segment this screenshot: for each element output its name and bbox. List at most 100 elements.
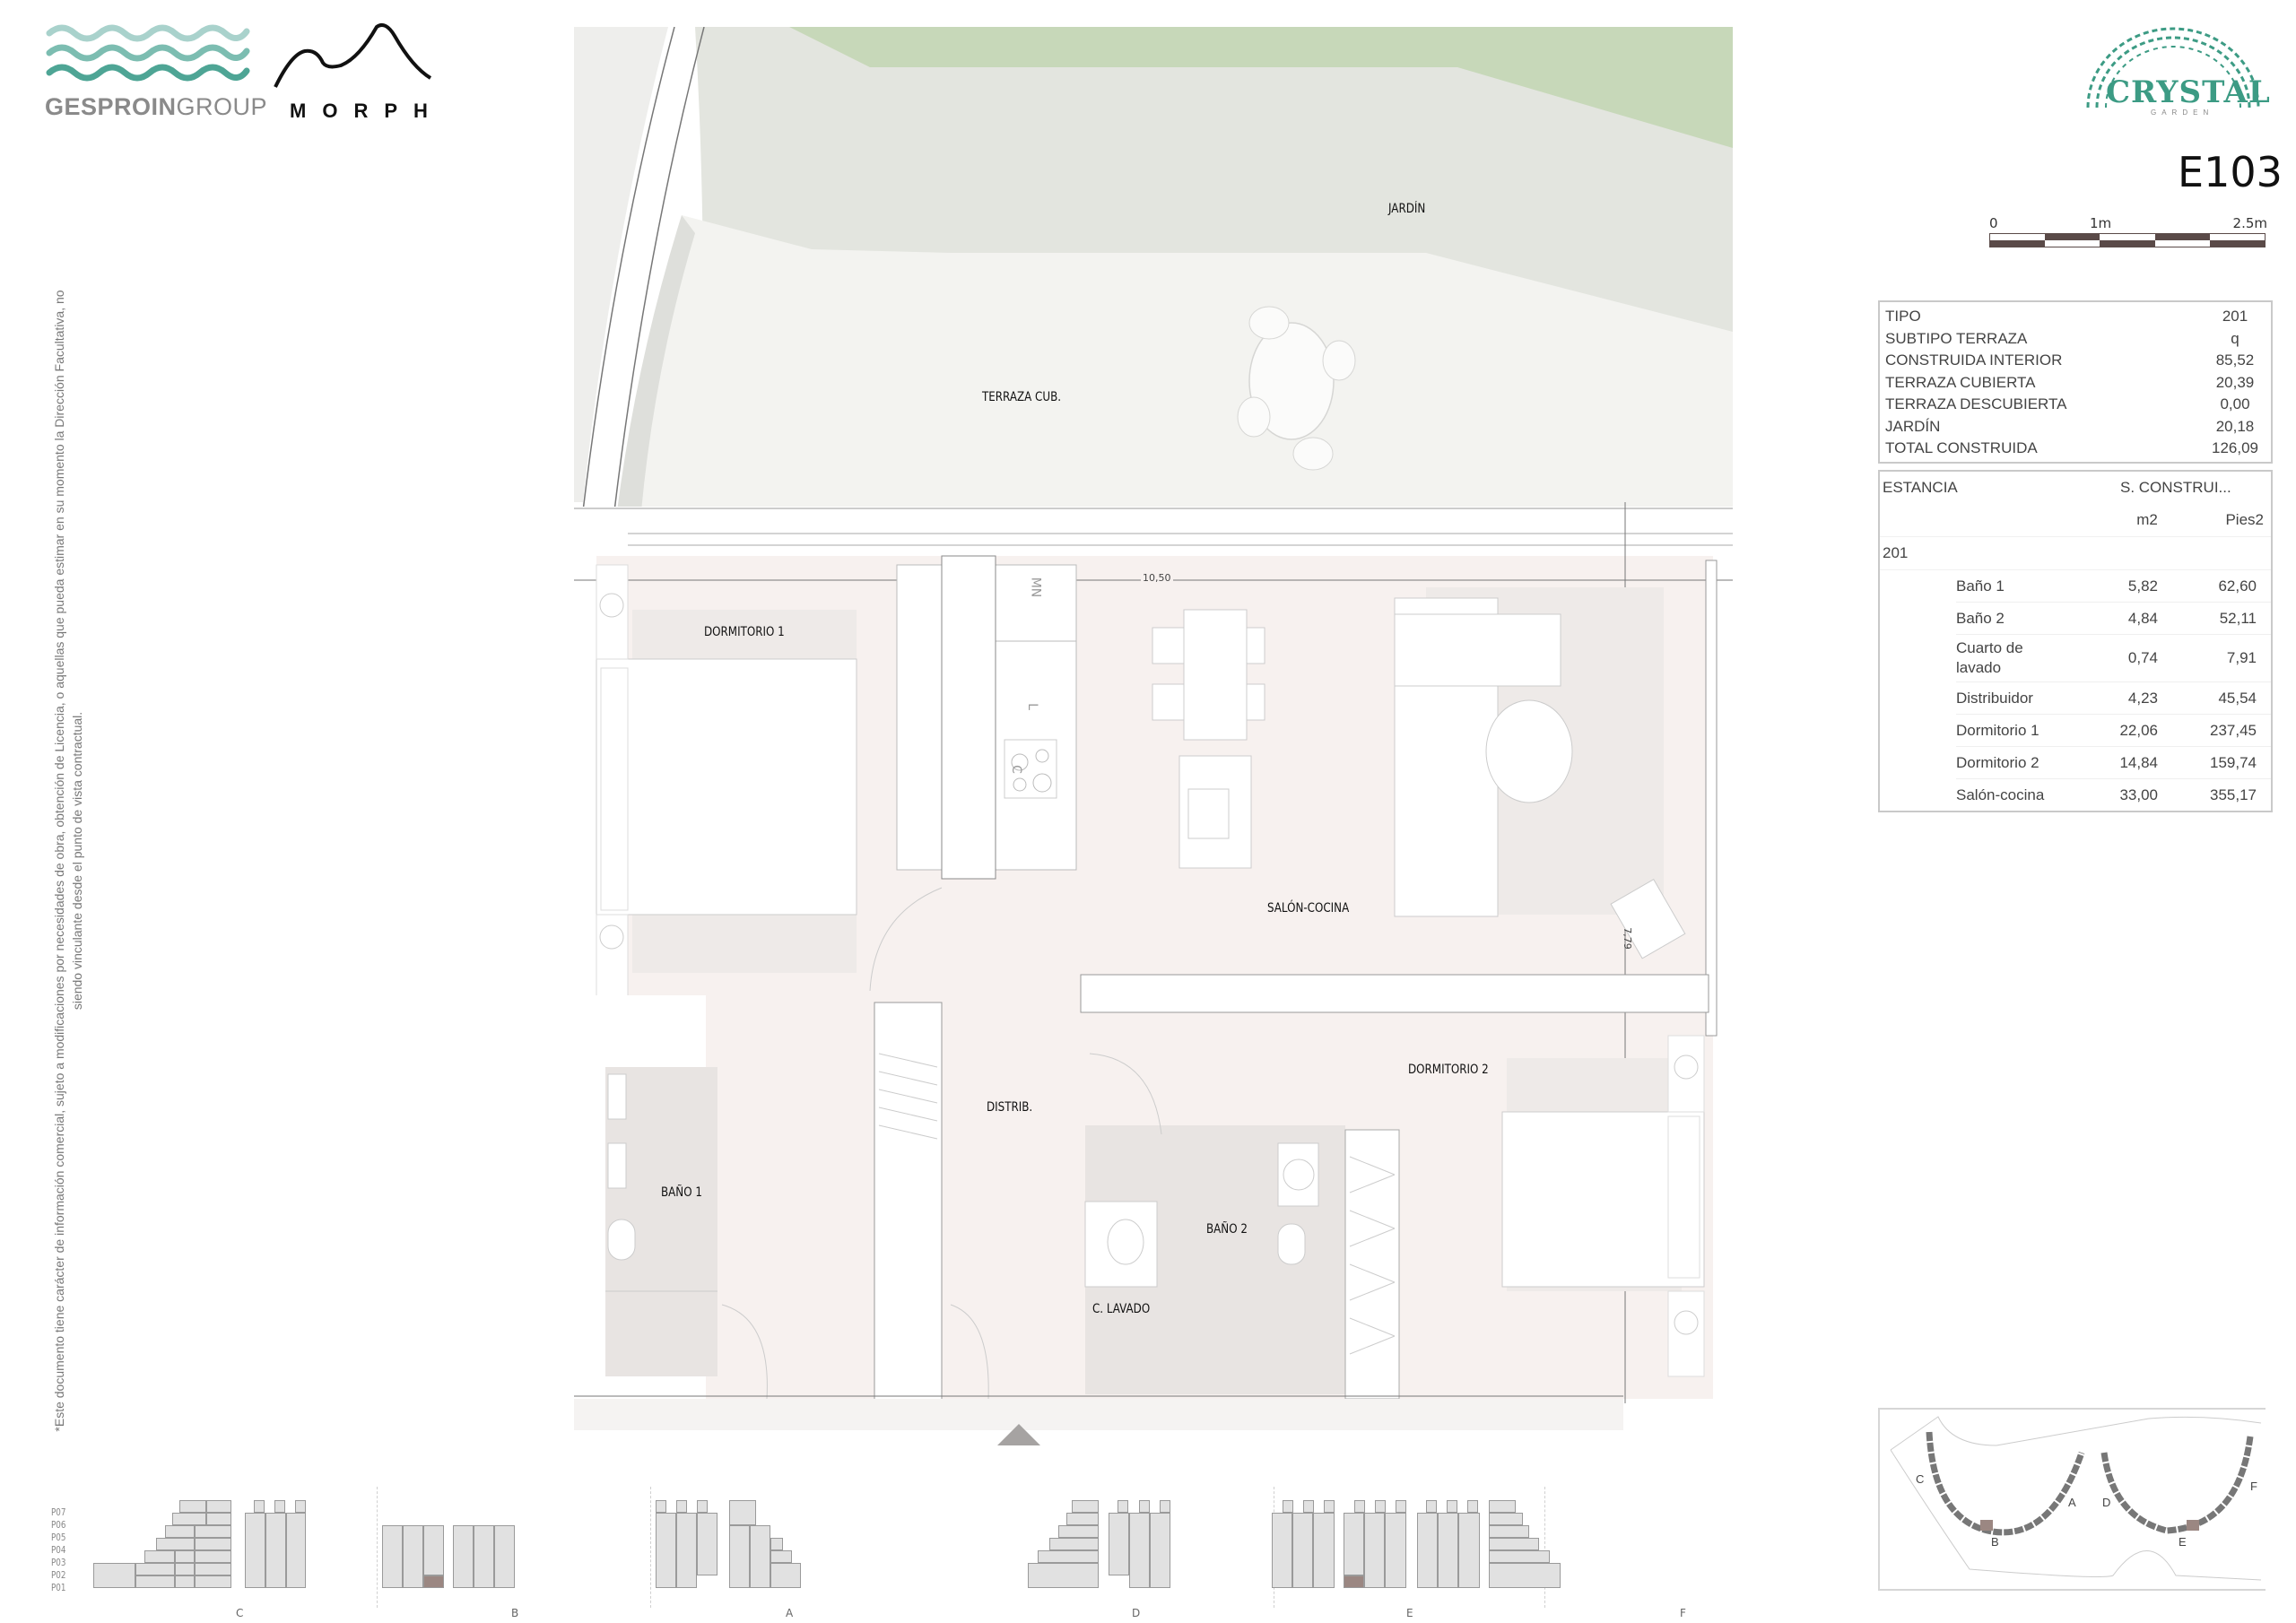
dimension-depth: 7,79: [1621, 927, 1633, 950]
room-m2: 4,23: [2127, 689, 2158, 707]
room-ft2: 355,17: [2210, 785, 2257, 803]
room-m2: 14,84: [2119, 753, 2158, 771]
crystal-garden-logo: CRYSTAL GARDEN: [2079, 22, 2270, 121]
fridge-label: L: [1024, 703, 1039, 710]
room-label-dormitorio-1: DORMITORIO 1: [704, 625, 785, 639]
room-label-jardin: JARDÍN: [1388, 202, 1426, 216]
scale-bar-graphic: [1989, 233, 2266, 247]
summary-label: SUBTIPO TERRAZA: [1885, 329, 2028, 347]
keyplan-letter-d: D: [2102, 1496, 2111, 1509]
room-ft2: 52,11: [2219, 609, 2257, 627]
entry-arrow-icon: [997, 1424, 1040, 1445]
summary-value: q: [2231, 329, 2239, 347]
room-label-bano-1: BAÑO 1: [661, 1185, 702, 1200]
floor-label: P06: [51, 1519, 66, 1531]
rooms-header-superficie: S. CONSTRUI...: [2120, 479, 2231, 496]
keyplan-letter-c: C: [1916, 1472, 1925, 1486]
room-row: Distribuidor 4,23 45,54: [1956, 682, 2271, 715]
room-m2: 4,84: [2127, 609, 2158, 627]
morph-logo: MORPH: [274, 22, 435, 122]
gesproin-bold: GESPROIN: [45, 93, 177, 120]
summary-value: 20,39: [2215, 373, 2255, 391]
room-label-lavado: C. LAVADO: [1092, 1302, 1151, 1316]
floor-label: P04: [51, 1544, 66, 1556]
cooktop-label: C: [1008, 765, 1023, 774]
rooms-table: ESTANCIA S. CONSTRUI... m2 Pies2 201 Bañ…: [1878, 470, 2273, 812]
floor-label: P02: [51, 1569, 66, 1581]
floor-labels: P07 P06 P05 P04 P03 P02 P01: [51, 1506, 70, 1594]
block-label-c: C: [236, 1607, 244, 1619]
summary-label: TIPO: [1885, 308, 1921, 325]
room-name: Cuarto de lavado: [1956, 639, 2023, 676]
floor-label: P01: [51, 1582, 66, 1593]
dimension-width: 10,50: [1141, 572, 1173, 584]
wave-icon: [46, 24, 250, 82]
selected-unit-b: [423, 1575, 444, 1588]
garden-text: GARDEN: [2151, 108, 2214, 117]
summary-label: CONSTRUIDA INTERIOR: [1885, 352, 2063, 369]
room-m2: 0,74: [2127, 649, 2158, 666]
disclaimer-text: *Este documento tiene carácter de inform…: [50, 224, 86, 1497]
room-label-bano-2: BAÑO 2: [1206, 1222, 1248, 1237]
block-label-f: F: [1680, 1607, 1686, 1619]
summary-row-subtipo: SUBTIPO TERRAZA q: [1880, 328, 2271, 351]
summary-value: 20,18: [2215, 417, 2255, 435]
washer-label: MN: [1028, 577, 1043, 598]
col-m2: m2: [2136, 511, 2158, 528]
summary-table: TIPO 201 SUBTIPO TERRAZA q CONSTRUIDA INTE…: [1878, 300, 2273, 464]
floor-plan-drawing: [574, 27, 1733, 1430]
room-row: Dormitorio 2 14,84 159,74: [1956, 747, 2271, 779]
room-name: Baño 2: [1956, 609, 2005, 627]
keyplan-letter-f: F: [2250, 1480, 2257, 1493]
block-label-e: E: [1406, 1607, 1413, 1619]
selected-unit-e: [1344, 1575, 1364, 1588]
room-name: Dormitorio 2: [1956, 753, 2039, 771]
block-label-a: A: [786, 1607, 794, 1619]
floor-plan: JARDÍN TERRAZA CUB. DORMITORIO 1 SALÓN-C…: [574, 27, 1733, 1430]
summary-value: 0,00: [2220, 395, 2250, 412]
keyplan-letter-b: B: [1991, 1535, 1999, 1549]
rooms-units-header: m2 Pies2: [1880, 504, 2271, 537]
summary-row-tipo: TIPO 201: [1880, 306, 2271, 328]
key-plan-drawing: [1890, 1416, 2262, 1581]
room-name: Baño 1: [1956, 577, 2005, 595]
room-ft2: 7,91: [2226, 649, 2257, 666]
summary-label: JARDÍN: [1885, 417, 1941, 435]
summary-value: 126,09: [2212, 439, 2258, 456]
block-label-b: B: [511, 1607, 519, 1619]
summary-value: 85,52: [2215, 352, 2255, 369]
room-label-terraza: TERRAZA CUB.: [982, 390, 1062, 404]
keyplan-letter-e: E: [2179, 1535, 2187, 1549]
room-ft2: 45,54: [2218, 689, 2257, 707]
disclaimer-line-2: siendo vinculante desde el punto de vist…: [70, 711, 84, 1011]
crystal-text: CRYSTAL: [2106, 74, 2271, 110]
mountain-icon: [274, 23, 432, 88]
room-ft2: 237,45: [2210, 721, 2257, 739]
rooms-header-estancia: ESTANCIA: [1883, 479, 1958, 496]
morph-text: MORPH: [290, 100, 444, 122]
disclaimer-line-1: *Este documento tiene carácter de inform…: [52, 290, 66, 1432]
unit-code: E103: [2178, 148, 2283, 196]
scale-bar: 0 1m 2.5m: [1989, 215, 2267, 247]
room-row: Cuarto de lavado 0,74 7,91: [1956, 635, 2271, 682]
building-elevation: C B A D E F: [0, 1480, 1848, 1623]
summary-value: 201: [2222, 308, 2248, 325]
gesproin-logo: GESPROINGROUP: [45, 22, 267, 120]
key-plan: C B A D E F: [1878, 1408, 2266, 1591]
summary-label: TOTAL CONSTRUIDA: [1885, 439, 2038, 456]
room-name: Distribuidor: [1956, 689, 2033, 707]
scale-label-2-5m: 2.5m: [2232, 215, 2267, 231]
room-label-salon-cocina: SALÓN-COCINA: [1267, 901, 1350, 916]
arch-icon: [2086, 27, 2260, 108]
room-row: Baño 2 4,84 52,11: [1956, 603, 2271, 635]
room-m2: 33,00: [2119, 785, 2158, 803]
room-ft2: 159,74: [2210, 753, 2257, 771]
gesproin-light: GROUP: [176, 93, 268, 120]
keyplan-letter-a: A: [2068, 1496, 2076, 1509]
floor-label: P07: [51, 1506, 66, 1518]
floor-label: P05: [51, 1532, 66, 1543]
